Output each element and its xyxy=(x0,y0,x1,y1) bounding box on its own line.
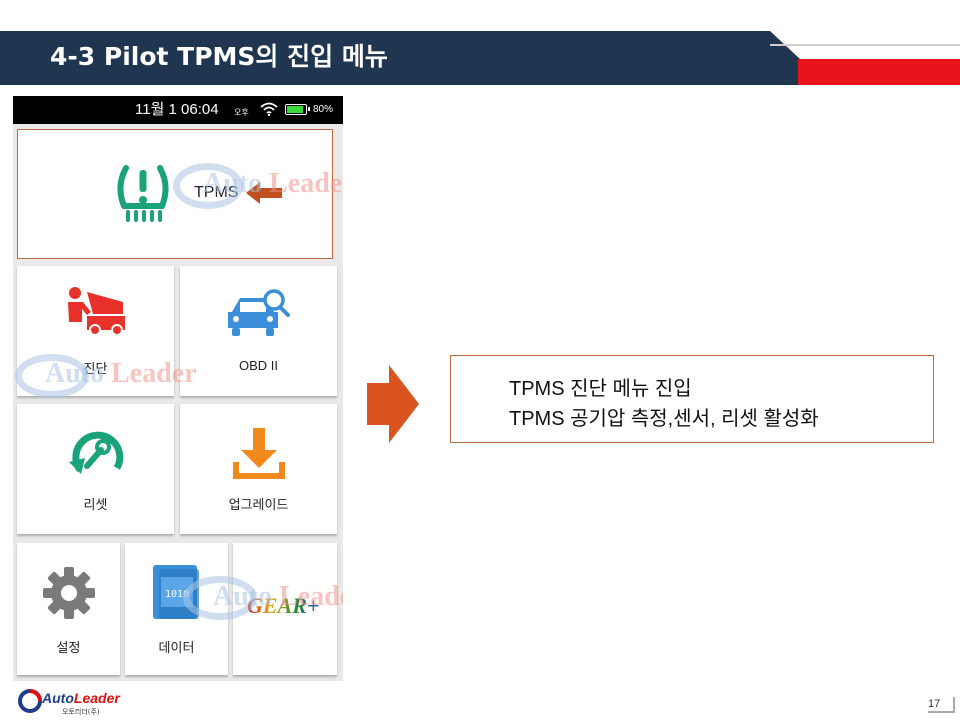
tire-pressure-warning-icon xyxy=(117,165,169,222)
header-red-accent xyxy=(798,59,960,85)
gear-plus-logo: GEAR+ xyxy=(247,593,320,618)
phone-screen: 11월 1 06:04 오후 80% TPMS Auto Leader xyxy=(13,96,343,681)
slide-title: 4-3 Pilot TPMS의 진입 메뉴 xyxy=(50,42,388,71)
upgrade-label: 업그레이드 xyxy=(228,497,289,512)
diagnosis-menu-tile[interactable]: 진단 xyxy=(17,266,174,396)
battery-icon xyxy=(285,104,310,115)
data-label: 데이터 xyxy=(158,640,195,655)
info-box: TPMS 진단 메뉴 진입 TPMS 공기압 측정,센서, 리셋 활성화 xyxy=(450,355,934,443)
obd-menu-tile[interactable]: OBD II xyxy=(180,266,337,396)
tpms-menu-tile[interactable]: TPMS xyxy=(17,129,333,259)
wifi-icon xyxy=(260,102,278,116)
diagnosis-label: 진단 xyxy=(83,361,108,376)
mechanic-car-icon xyxy=(68,287,125,336)
status-time: 11월 1 06:04 xyxy=(135,101,219,118)
settings-menu-tile[interactable]: 설정 xyxy=(17,543,120,675)
battery-percent: 80% xyxy=(313,104,334,115)
header-band xyxy=(0,31,800,85)
car-search-icon xyxy=(228,289,290,336)
header-divider-line xyxy=(770,44,960,46)
status-bar: 11월 1 06:04 오후 80% xyxy=(13,96,343,124)
logo-text: AutoLeader xyxy=(42,690,120,706)
right-arrow-icon xyxy=(367,365,419,443)
info-line-2: TPMS 공기압 측정,센서, 리셋 활성화 xyxy=(509,408,819,430)
logo-mark-icon xyxy=(18,689,42,713)
svg-text:1010: 1010 xyxy=(165,589,189,600)
pointer-arrow-icon xyxy=(246,182,282,204)
data-menu-tile[interactable]: 1010 데이터 xyxy=(125,543,228,675)
reset-label: 리셋 xyxy=(83,497,108,512)
reset-menu-tile[interactable]: 리셋 xyxy=(17,404,174,534)
status-ampm: 오후 xyxy=(234,108,249,117)
gear-plus-menu-tile[interactable]: GEAR+ xyxy=(233,543,337,675)
data-file-icon: 1010 xyxy=(153,565,199,619)
wrench-reset-icon xyxy=(69,431,124,474)
logo-subtitle: 오토리더(주) xyxy=(62,708,100,716)
download-icon xyxy=(233,428,285,479)
gear-icon xyxy=(43,567,95,619)
upgrade-menu-tile[interactable]: 업그레이드 xyxy=(180,404,337,534)
settings-label: 설정 xyxy=(56,640,81,655)
page-number: 17 xyxy=(928,697,955,713)
company-logo: AutoLeader 오토리더(주) xyxy=(18,689,128,717)
tpms-label: TPMS xyxy=(194,184,239,201)
obd-label: OBD II xyxy=(238,358,278,373)
info-line-1: TPMS 진단 메뉴 진입 xyxy=(509,378,692,400)
